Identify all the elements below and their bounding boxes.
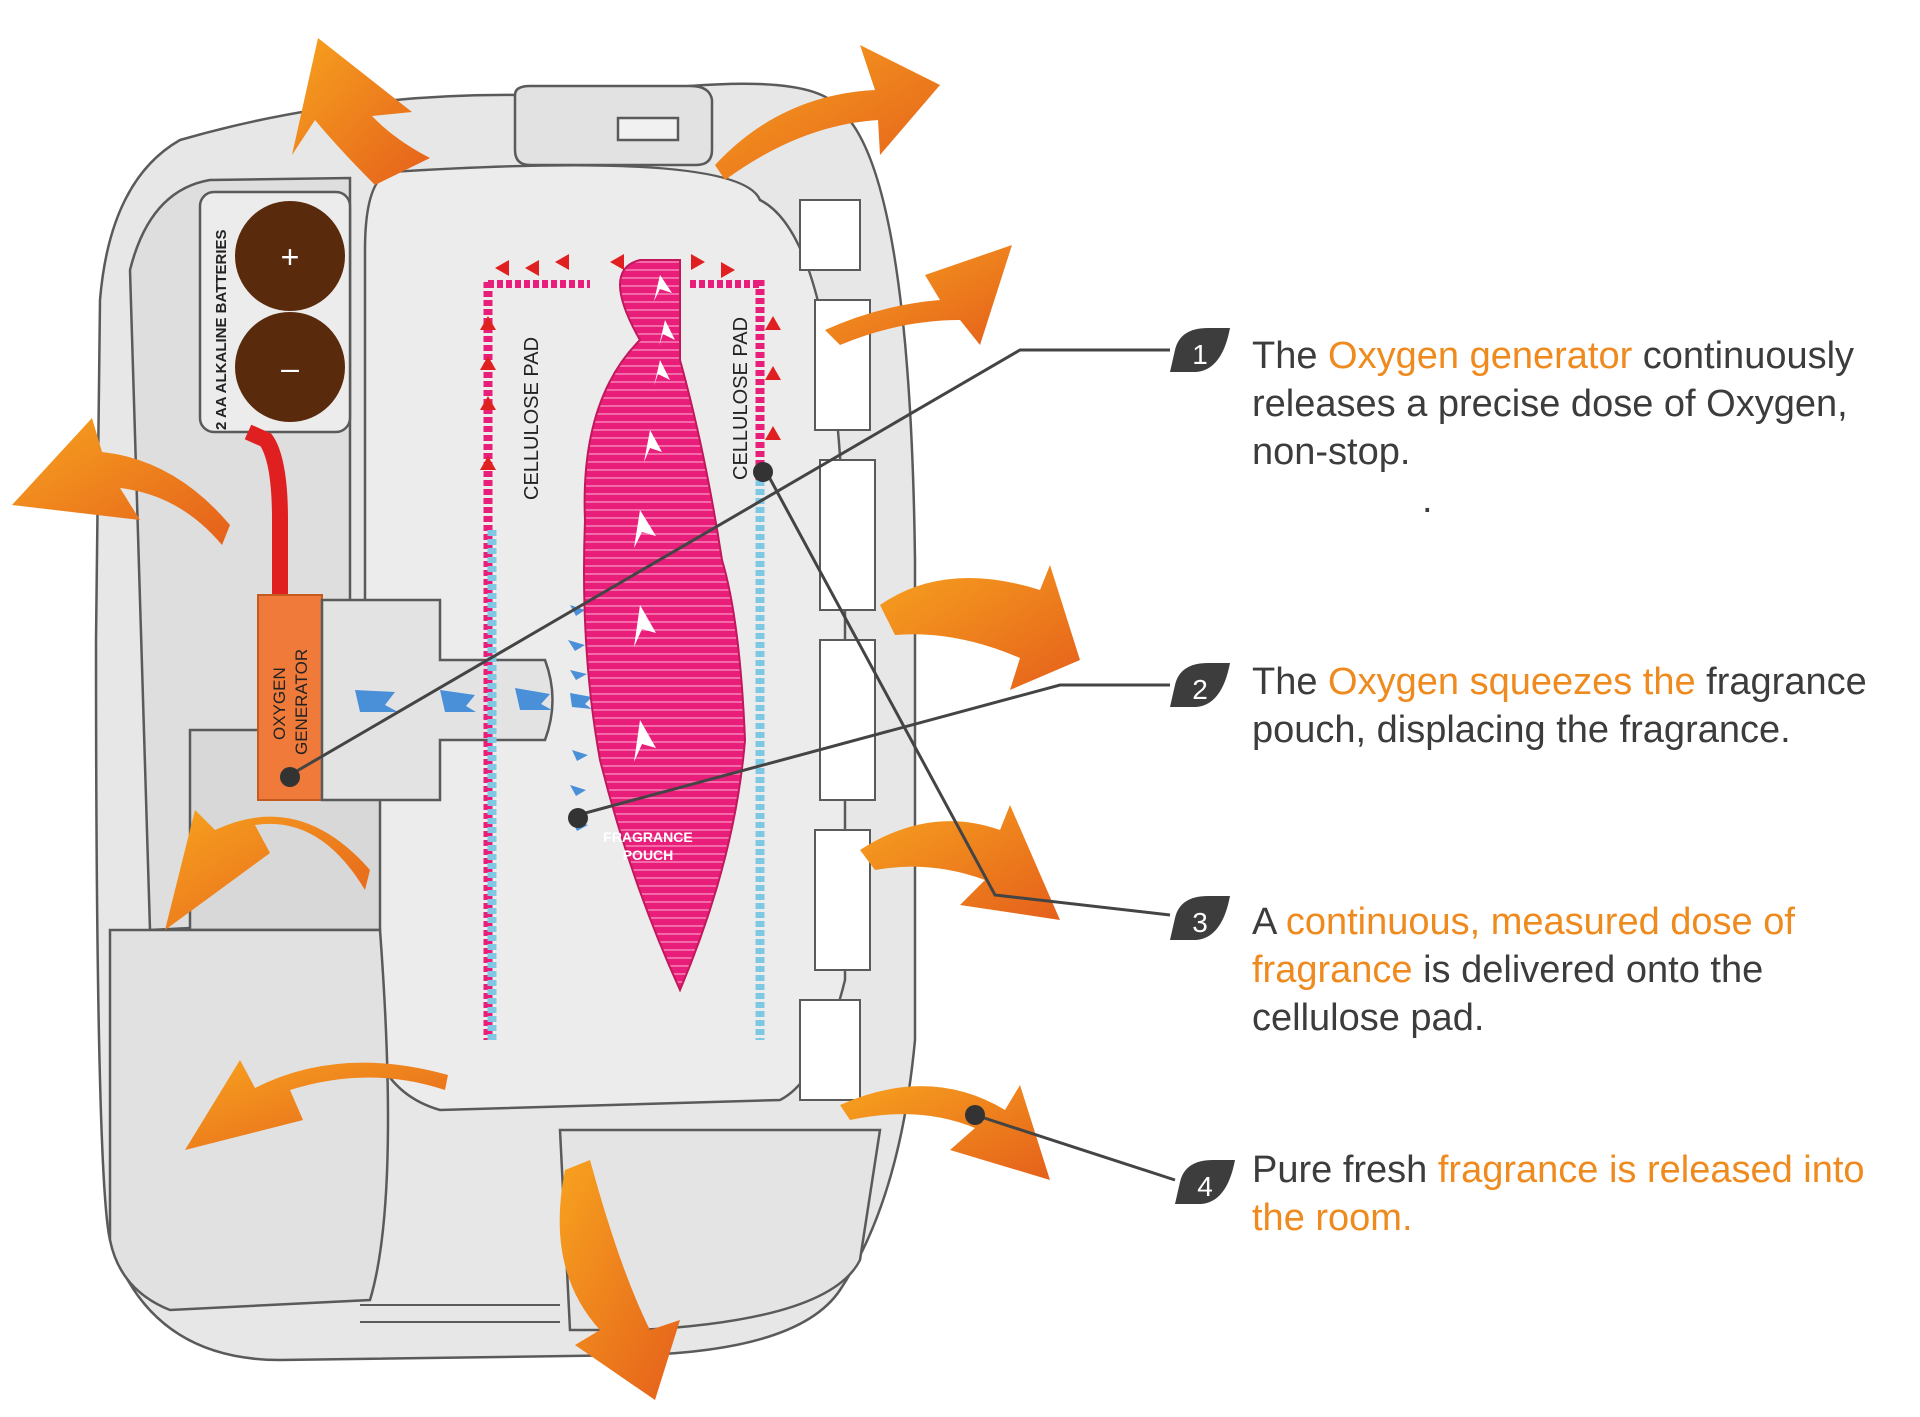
red-diffusion-arrows: [480, 254, 781, 470]
step-1-text-post: continuously releases a precise dose of …: [1252, 335, 1855, 473]
fragrance-pouch: FRAGRANCE POUCH: [583, 259, 747, 993]
step-1-text-pre: The: [1252, 335, 1329, 377]
fragrance-pouch-label-line1: FRAGRANCE: [603, 829, 692, 845]
white-flow-arrows: [634, 275, 675, 762]
leader-dots: [280, 462, 985, 1125]
step-3-text-post: is delivered onto the cellulose pad.: [1252, 949, 1764, 1039]
battery-plus-sign: +: [281, 239, 300, 275]
outflow-arrow-top-left: [292, 38, 430, 185]
step-2-text-pre: The: [1252, 661, 1329, 703]
outflow-arrow-right-middle: [880, 565, 1080, 690]
fragrance-pouch-label-line2: POUCH: [623, 847, 674, 863]
outflow-arrow-right-upper: [825, 245, 1012, 345]
battery-positive-icon: [235, 201, 345, 311]
cellulose-pad-left-label: CELLULOSE PAD: [521, 337, 543, 500]
battery-negative-icon: [235, 312, 345, 422]
step-4-description: Pure fresh fragrance is released into th…: [1252, 1146, 1892, 1242]
step-number-1: 1: [1192, 339, 1208, 370]
outflow-arrow-bottom-center: [559, 1160, 680, 1400]
leader-lines: [289, 348, 1176, 1182]
step-1-text-highlight: Oxygen generator: [1328, 335, 1633, 377]
step-badge-2: 2: [1170, 663, 1230, 707]
step-4-text-highlight: fragrance is released into the room.: [1252, 1149, 1865, 1239]
step-1-description: The Oxygen generator continuously releas…: [1252, 332, 1892, 524]
bottom-grille: [360, 1304, 560, 1323]
step-number-2: 2: [1192, 674, 1208, 705]
battery-minus-sign: –: [281, 350, 299, 386]
step-badge-3: 3: [1170, 896, 1230, 940]
outflow-arrow-top-right: [715, 45, 940, 180]
outflow-arrow-left-upper: [12, 418, 230, 545]
outflow-arrow-left-lower: [165, 810, 370, 930]
right-vent-slots: [799, 199, 876, 1101]
step-2-description: The Oxygen squeezes the fragrance pouch,…: [1252, 658, 1892, 754]
outflow-arrow-bottom-left: [185, 1060, 448, 1150]
step-badge-4: 4: [1175, 1160, 1235, 1204]
step-3-text-pre: A: [1252, 901, 1286, 943]
fragrance-outflow-arrows: [12, 38, 1080, 1400]
step-badge-1: 1: [1170, 328, 1230, 372]
step-2-text-post: fragrance pouch, displacing the fragranc…: [1252, 661, 1867, 751]
step-number-3: 3: [1192, 907, 1208, 938]
step-1-text-extra: .: [1422, 479, 1433, 521]
oxygen-generator: OXYGEN GENERATOR: [257, 594, 323, 801]
power-wire: [244, 424, 288, 600]
step-number-4: 4: [1197, 1171, 1213, 1202]
step-2-text-highlight: Oxygen squeezes the: [1328, 661, 1696, 703]
oxygen-generator-label-line1: OXYGEN: [270, 667, 289, 740]
oxygen-flow-arrows: [355, 605, 592, 831]
step-4-text-pre: Pure fresh: [1252, 1149, 1438, 1191]
cellulose-pad-right-label: CELLULOSE PAD: [730, 317, 752, 480]
batteries-label: 2 AA ALKALINE BATTERIES: [213, 229, 230, 430]
outflow-arrow-bottom-right: [840, 1085, 1050, 1180]
step-3-description: A continuous, measured dose of fragrance…: [1252, 898, 1892, 1042]
outflow-arrow-right-lower: [860, 805, 1060, 920]
oxygen-nozzle: [320, 598, 554, 802]
battery-compartment: + – 2 AA ALKALINE BATTERIES: [198, 190, 352, 434]
step-3-text-highlight: continuous, measured dose of fragrance: [1252, 901, 1795, 991]
oxygen-generator-label-line2: GENERATOR: [292, 649, 311, 755]
